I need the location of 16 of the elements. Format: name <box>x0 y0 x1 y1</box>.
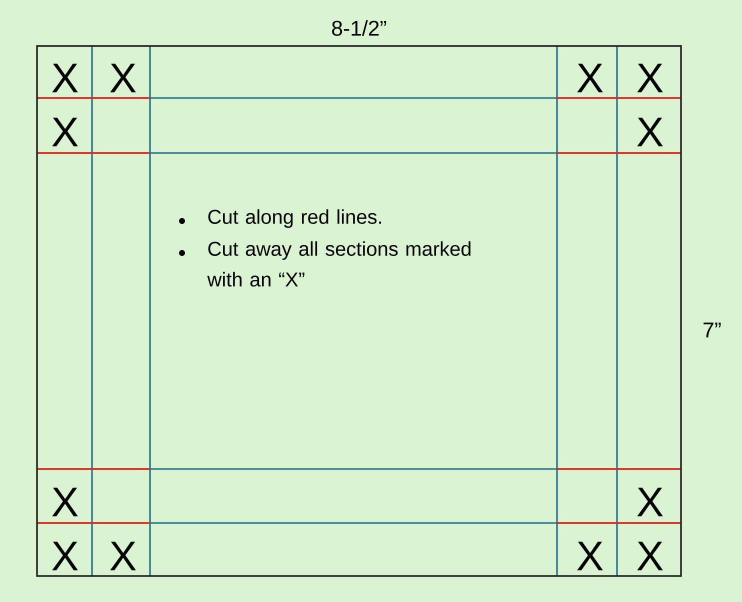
cut-mark: X <box>52 488 78 516</box>
instruction-text: Cut away all sections marked with an “X” <box>207 241 470 287</box>
cut-mark: X <box>637 64 663 92</box>
cut-mark: X <box>52 118 78 146</box>
cut-mark: X <box>52 542 78 570</box>
cut-mark: X <box>52 64 78 92</box>
cut-mark: X <box>577 542 603 570</box>
dimension-label: 7” <box>704 322 721 338</box>
cut-mark: X <box>110 64 136 92</box>
instruction-text: Cut along red lines. <box>208 209 382 228</box>
cut-mark: X <box>637 118 663 146</box>
cut-mark: X <box>637 488 663 516</box>
cut-mark: X <box>110 542 136 570</box>
dimension-label: 8-1/2” <box>332 20 386 36</box>
cut-mark: X <box>577 64 603 92</box>
cut-mark: X <box>637 542 663 570</box>
